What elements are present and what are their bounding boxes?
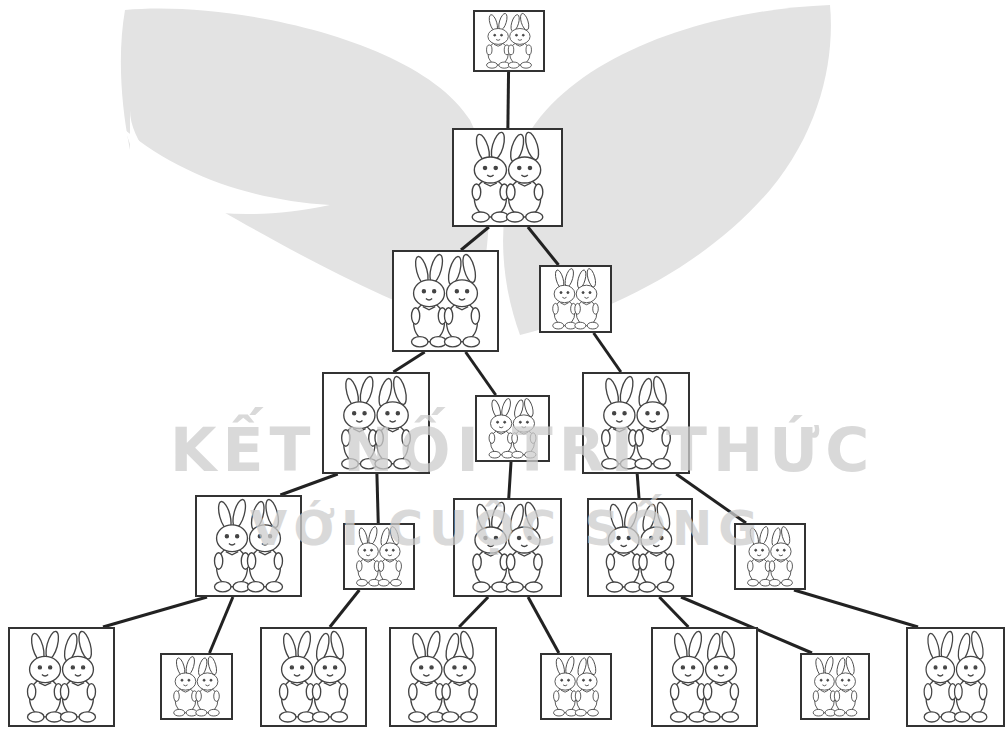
family-line [330,590,359,627]
rabbit-pair-picture [454,130,561,225]
rabbit-figure [174,656,197,716]
rabbit-pair-picture [475,12,543,70]
rabbit-pair-box [651,627,758,727]
rabbit-pair-picture [391,629,495,725]
rabbit-pair-box [392,250,499,352]
rabbit-pair-box [260,627,367,727]
rabbit-pair-box [473,10,545,72]
rabbit-pair-box [8,627,115,727]
family-line [466,352,496,395]
watermark-text: KẾT NỐI TRI THỨC [170,415,875,485]
rabbit-figure [703,630,738,722]
rabbit-figure [472,131,508,222]
rabbit-figure [506,131,542,222]
rabbit-figure [444,253,479,347]
family-line [393,352,424,372]
family-line [506,72,510,128]
rabbit-pair-picture [908,629,1003,725]
rabbit-figure [924,630,956,722]
rabbit-pair-picture [802,655,868,718]
rabbit-pair-picture [394,252,497,350]
rabbit-pair-box [160,653,233,720]
family-line [659,597,688,627]
rabbit-figure [215,498,250,592]
rabbit-pair-box [906,627,1005,727]
rabbit-figure [575,656,598,716]
rabbit-pair-box [539,265,612,333]
family-line [103,597,207,627]
rabbit-figure [442,630,477,722]
rabbit-pair-picture [10,629,113,725]
rabbit-figure [834,656,856,716]
rabbit-figure [554,656,577,716]
family-line [794,590,918,627]
family-line [461,227,489,250]
logo-leaf-left-cut [125,130,330,214]
rabbit-figure [312,630,347,722]
family-line [459,597,488,627]
rabbit-figure [28,630,63,722]
rabbit-figure [671,630,706,722]
rabbit-pair-box [540,653,612,720]
rabbit-pair-picture [541,267,610,331]
family-line [528,597,559,653]
rabbit-pair-box [452,128,563,227]
rabbit-figure [575,268,598,329]
rabbit-pair-picture [262,629,365,725]
family-line [210,597,233,653]
logo-leaf-left [121,8,489,330]
rabbit-pair-box [389,627,497,727]
rabbit-pair-picture [162,655,231,718]
rabbit-figure [280,630,315,722]
rabbit-figure [508,13,531,68]
rabbit-pair-box [800,653,870,720]
rabbit-figure [955,630,987,722]
rabbit-figure [409,630,444,722]
family-line [594,333,621,372]
rabbit-pair-picture [542,655,610,718]
rabbit-figure [553,268,576,329]
family-line [528,227,559,265]
rabbit-figure [60,630,95,722]
rabbit-figure [487,13,510,68]
rabbit-figure [196,656,219,716]
rabbit-figure [412,253,447,347]
rabbit-figure [813,656,835,716]
watermark-text: VỚI CUỘC SỐNG [250,500,764,556]
rabbit-pair-picture [653,629,756,725]
rabbit-figure [769,526,792,586]
